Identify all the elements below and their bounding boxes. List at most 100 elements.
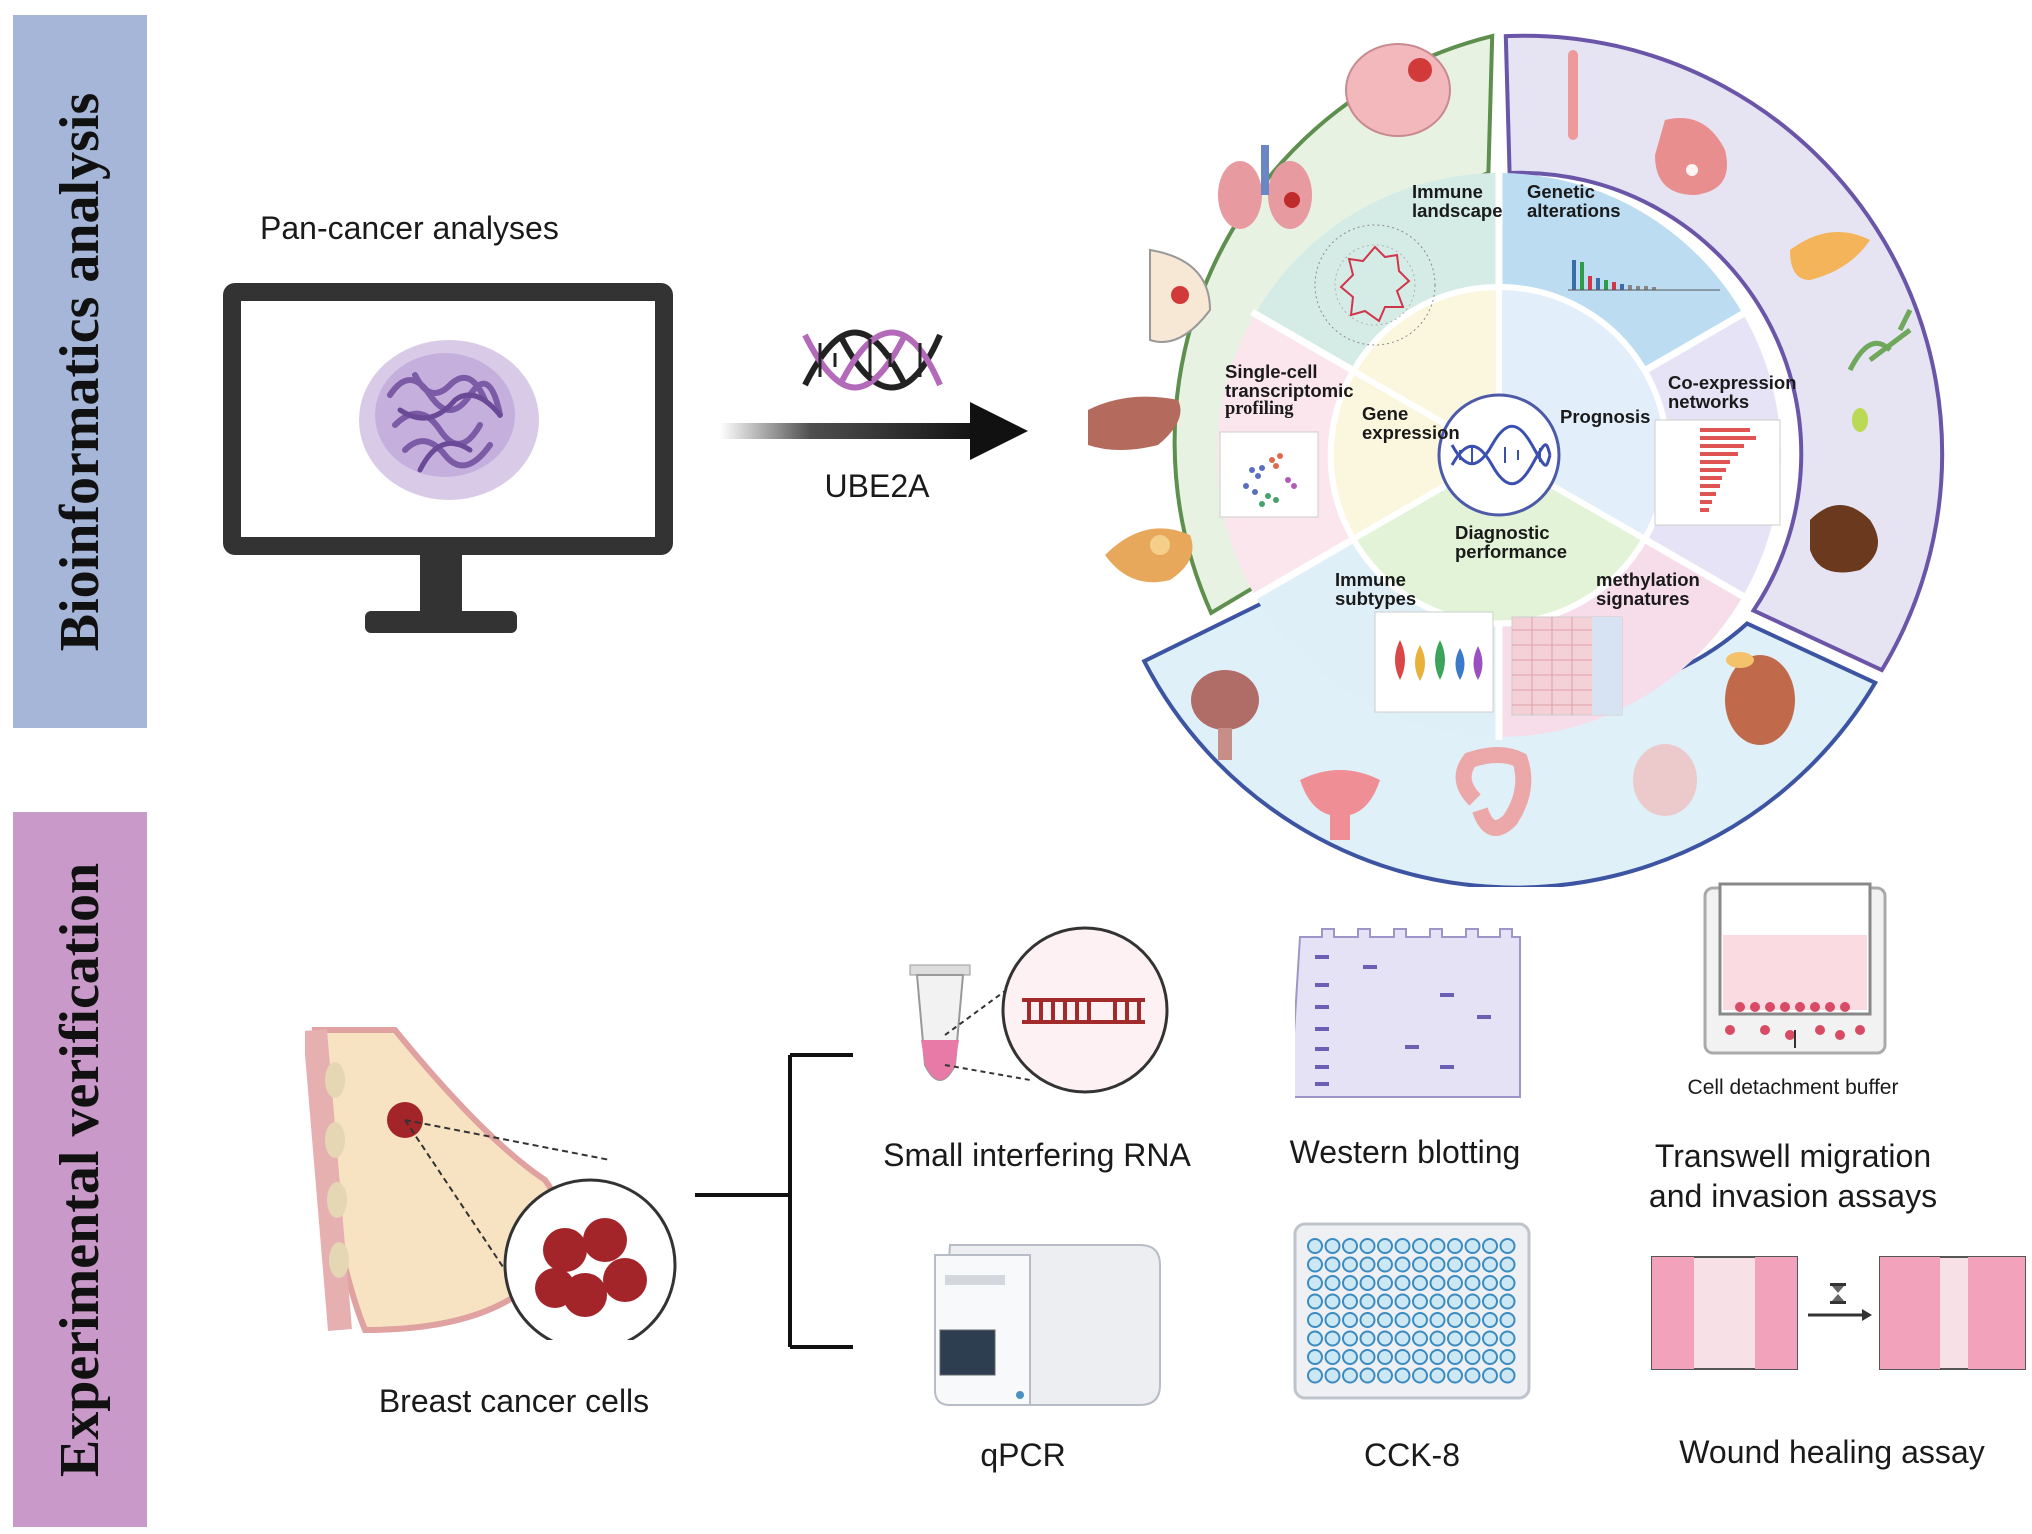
plate-well [1359, 1256, 1376, 1273]
bioinformatics-label: Bioinformatics analysis [49, 92, 111, 651]
lung-icon [1218, 145, 1312, 229]
plate-well [1429, 1330, 1446, 1347]
transwell-icon [1703, 882, 1887, 1055]
plate-well [1324, 1330, 1341, 1347]
plate-well [1447, 1312, 1463, 1328]
plate-well [1359, 1275, 1376, 1291]
plate-well [1324, 1349, 1341, 1365]
plate-well [1394, 1312, 1411, 1328]
plate-well [1359, 1238, 1376, 1254]
plate-well [1412, 1275, 1428, 1291]
plate-well [1447, 1238, 1463, 1254]
plate-well [1499, 1330, 1516, 1347]
plate-well [1377, 1238, 1393, 1254]
plate-well [1324, 1312, 1341, 1328]
plate-well [1482, 1238, 1498, 1254]
plate-well [1482, 1293, 1498, 1310]
cck8-label: CCK-8 [1363, 1437, 1461, 1473]
center-dna-icon [1450, 424, 1552, 486]
plate-well [1412, 1312, 1428, 1328]
plate-well [1324, 1256, 1341, 1273]
plate-well [1429, 1293, 1446, 1310]
plate-well [1464, 1238, 1481, 1254]
plate-well [1464, 1275, 1481, 1291]
plate-well [1377, 1293, 1393, 1310]
plate-well [1307, 1293, 1323, 1310]
hourglass-icon [1830, 1283, 1846, 1304]
sirna-tube-icon [909, 926, 1169, 1094]
analysis-wheel [1088, 33, 1945, 887]
plate-well [1412, 1238, 1428, 1254]
plate-well [1377, 1312, 1393, 1328]
colon-icon [1455, 747, 1532, 836]
gene-label: UBE2A [824, 468, 930, 504]
breast-cancer-cells-label: Breast cancer cells [378, 1383, 650, 1419]
stomach-icon [1655, 118, 1727, 195]
plate-well [1377, 1330, 1393, 1347]
plate-well [1464, 1312, 1481, 1328]
plate-well [1482, 1256, 1498, 1273]
plate-well [1482, 1367, 1498, 1384]
inner-gene-expression-b [1327, 366, 1506, 544]
plate-well [1324, 1293, 1341, 1310]
plate-well [1464, 1293, 1481, 1310]
coexpression-bars-icon [1654, 419, 1781, 526]
plate-well [1359, 1330, 1376, 1347]
plate-well [1324, 1367, 1341, 1384]
plate-well [1412, 1367, 1428, 1384]
cck8-plate-icon [1293, 1222, 1531, 1400]
plate-well [1464, 1349, 1481, 1365]
plate-well [1447, 1275, 1463, 1291]
plate-well [1394, 1330, 1411, 1347]
violin-plot-icon [1374, 611, 1494, 713]
plate-well [1307, 1330, 1323, 1347]
plate-well [1342, 1293, 1358, 1310]
plate-well [1307, 1367, 1323, 1384]
experimental-label: Experimental verification [49, 862, 111, 1477]
plate-well [1429, 1312, 1446, 1328]
plate-well [1429, 1275, 1446, 1291]
plate-well [1429, 1256, 1446, 1273]
kidney-icon [1725, 652, 1795, 745]
plate-well [1342, 1256, 1358, 1273]
plate-well [1499, 1275, 1516, 1291]
plate-well [1342, 1312, 1358, 1328]
breast-tissue-icon [305, 1027, 677, 1340]
single-cell-scatter-icon [1219, 431, 1319, 518]
plate-well [1342, 1275, 1358, 1291]
plate-well [1377, 1349, 1393, 1365]
plate-well [1499, 1238, 1516, 1254]
pancreas-icon [1790, 232, 1870, 280]
plate-well [1324, 1275, 1341, 1291]
plate-well [1482, 1275, 1498, 1291]
plate-well [1412, 1256, 1428, 1273]
plate-well [1307, 1256, 1323, 1273]
plate-well [1342, 1349, 1358, 1365]
plate-well [1447, 1367, 1463, 1384]
qpcr-label: qPCR [980, 1437, 1066, 1473]
wound-healing-icon [1651, 1256, 2026, 1370]
dna-icon [802, 329, 943, 391]
plate-well [1447, 1330, 1463, 1347]
plate-well [1307, 1312, 1323, 1328]
center-dna-circle [1437, 393, 1561, 517]
breast-icon [1149, 248, 1212, 343]
inner-diagnostic [1349, 451, 1649, 627]
transwell-buffer-label: Cell detachment buffer [1687, 1076, 1899, 1099]
esophagus-icon [1568, 50, 1578, 140]
wound-label: Wound healing assay [1679, 1434, 1985, 1470]
bile-duct-icon [1847, 308, 1913, 432]
plate-well [1482, 1349, 1498, 1365]
methylation-heatmap-icon [1511, 616, 1623, 716]
plate-well [1324, 1238, 1341, 1254]
plate-well [1359, 1367, 1376, 1384]
plate-well [1377, 1275, 1393, 1291]
pan-cancer-label: Pan-cancer analyses [260, 210, 559, 246]
plate-well [1499, 1367, 1516, 1384]
